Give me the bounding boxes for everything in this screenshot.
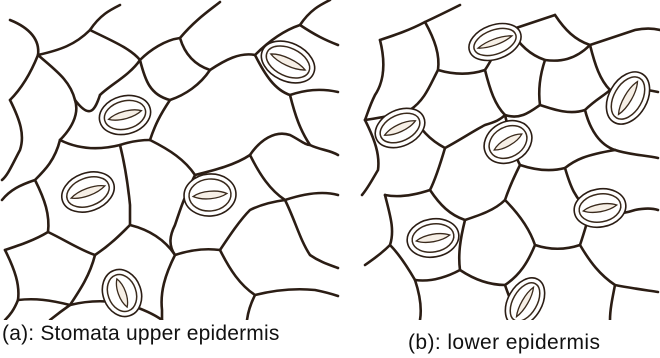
stoma	[476, 112, 539, 172]
stoma	[464, 17, 526, 67]
stoma	[96, 264, 148, 320]
stoma	[369, 101, 431, 156]
stoma	[497, 271, 552, 320]
stoma	[95, 90, 155, 140]
stomata-upper	[56, 33, 321, 320]
stoma	[404, 215, 462, 261]
lower-epidermis-cell-network	[360, 0, 660, 320]
caption-lower-epidermis: (b): lower epidermis	[408, 331, 600, 355]
caption-upper-epidermis: (a): Stomata upper epidermis	[2, 322, 280, 346]
stoma	[598, 64, 659, 131]
stoma	[182, 172, 237, 218]
upper-epidermis-cell-network	[0, 0, 340, 320]
upper-epidermis-drawing	[0, 0, 340, 320]
stoma	[56, 165, 120, 219]
stoma	[255, 33, 322, 91]
stoma	[571, 185, 629, 231]
lower-epidermis-drawing	[360, 0, 660, 320]
